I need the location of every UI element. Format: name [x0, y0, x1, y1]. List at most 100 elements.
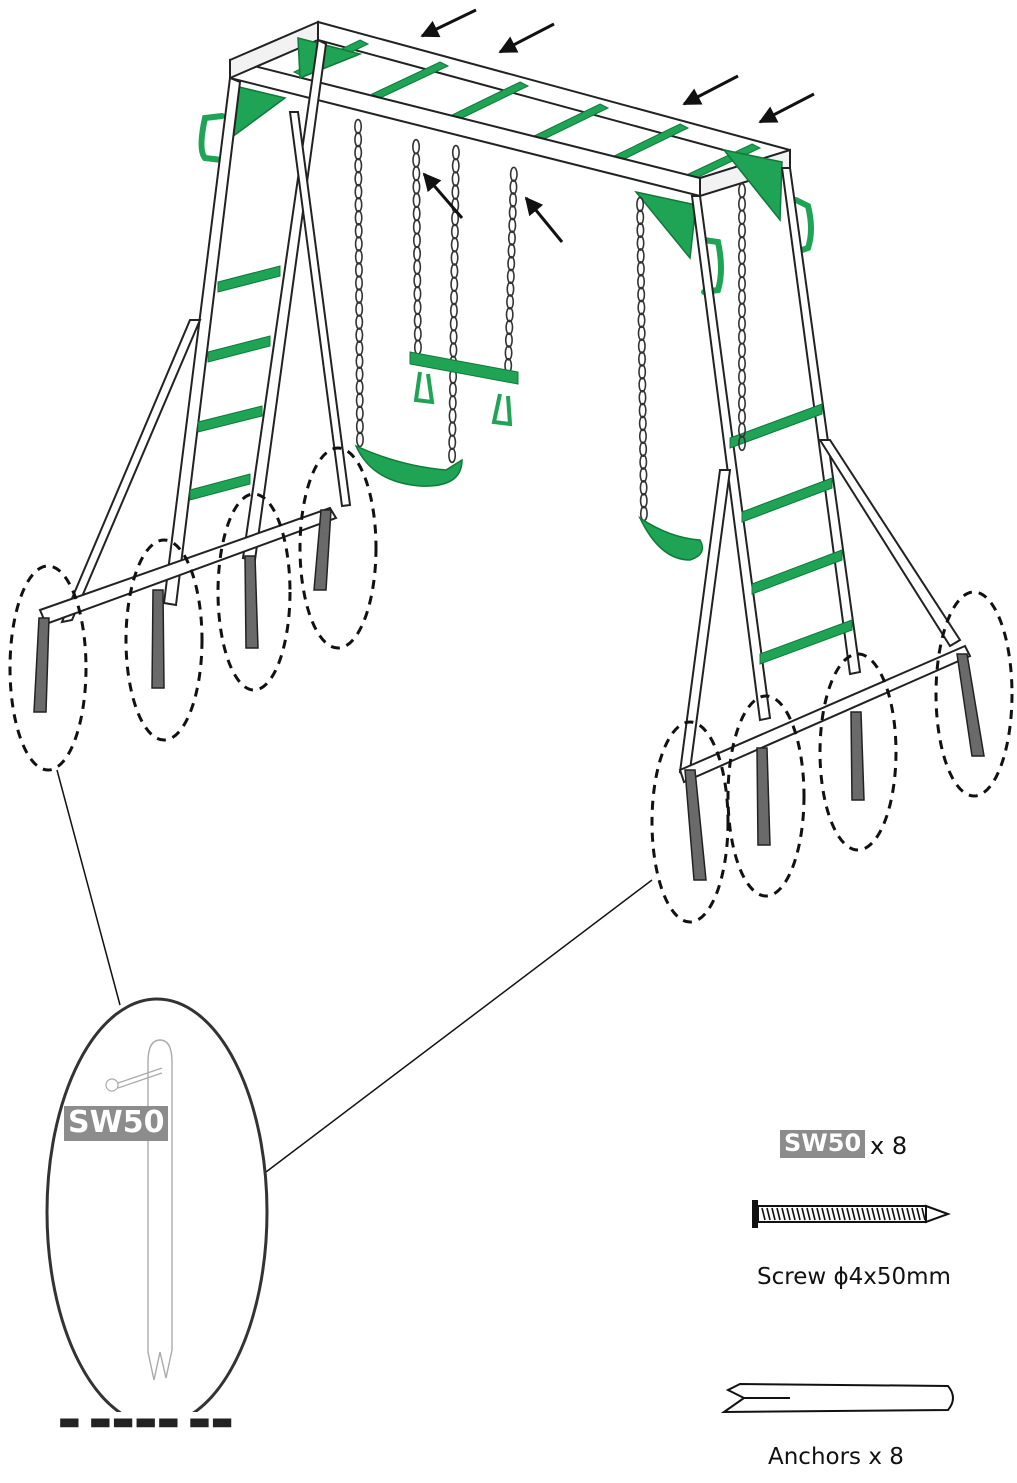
highlight-ellipse	[124, 538, 204, 742]
chain-link	[508, 217, 517, 234]
chain-link	[354, 262, 363, 278]
screw-thread	[776, 1207, 781, 1221]
chain-link	[636, 248, 645, 264]
chain-link	[355, 431, 364, 448]
screw-thread	[916, 1207, 921, 1221]
screw-icon	[752, 1200, 951, 1228]
chain-link	[737, 329, 746, 345]
chain-link	[413, 259, 422, 275]
screw-thread	[886, 1207, 891, 1221]
chain-link	[449, 329, 458, 345]
chain-link	[737, 236, 746, 252]
chain-link	[354, 170, 363, 187]
chain-link	[354, 144, 363, 161]
chain-link	[637, 325, 646, 342]
screw-caption: Screw ϕ4x50mm	[757, 1264, 951, 1290]
chain-link	[506, 294, 515, 310]
screw-thread	[766, 1207, 771, 1221]
screw-thread	[781, 1207, 786, 1221]
chain-link	[737, 249, 746, 265]
chain-link	[737, 408, 746, 425]
screw-thread	[771, 1207, 776, 1221]
chain-link	[450, 263, 459, 279]
chain-link	[637, 273, 646, 290]
chain-link	[638, 376, 647, 393]
screw-thread	[896, 1207, 901, 1221]
screw-thread	[911, 1207, 916, 1221]
chain-link	[354, 249, 363, 265]
chain-link	[450, 236, 459, 253]
ground-stake	[33, 617, 50, 713]
chain-link	[354, 236, 363, 252]
chain-link	[448, 447, 457, 464]
screw-thread	[841, 1207, 846, 1221]
ground-stake	[313, 509, 332, 591]
chain-link	[506, 268, 515, 285]
swing-chains	[354, 118, 746, 522]
chain-link	[355, 301, 364, 317]
chain-link	[450, 276, 459, 293]
chain-link	[355, 405, 364, 422]
chain-link	[450, 223, 459, 240]
ground-stake	[956, 653, 985, 757]
chain-link	[737, 196, 746, 212]
chain-link	[412, 152, 421, 168]
chain-link	[506, 281, 515, 297]
anchor-stake-icon	[720, 1382, 954, 1414]
left-a-frame	[38, 38, 352, 626]
screw-thread	[876, 1207, 881, 1221]
chain-link	[449, 342, 458, 358]
chain-link	[451, 157, 460, 174]
chain-link	[737, 435, 746, 452]
chain-link	[355, 379, 364, 396]
screw-thread	[891, 1207, 896, 1221]
chain-link	[355, 353, 364, 370]
screw-thread	[836, 1207, 841, 1221]
chain-link	[504, 332, 513, 348]
chain-link	[355, 366, 364, 383]
chain-link	[636, 235, 645, 251]
chain-link	[448, 434, 457, 451]
chain-link	[412, 219, 421, 235]
chain-link	[413, 245, 422, 262]
left-ladder-rungs	[189, 265, 281, 501]
chain-link	[737, 395, 746, 412]
chain-link	[636, 222, 645, 238]
screw-thread	[761, 1207, 766, 1221]
chain-link	[448, 381, 457, 398]
chain-link	[638, 364, 647, 380]
screw-thread	[856, 1207, 861, 1221]
chain-link	[737, 289, 746, 305]
chain-link	[355, 392, 364, 409]
screw-thread	[861, 1207, 866, 1221]
monkey-bar	[528, 103, 610, 143]
chain-link	[737, 209, 746, 226]
grab-handles	[198, 113, 814, 295]
chain-link	[507, 255, 516, 272]
chain-link	[637, 338, 646, 354]
chain-link	[637, 299, 646, 316]
chain-link	[637, 312, 646, 329]
chain-link	[413, 312, 422, 329]
detail-screw-icon	[105, 1067, 163, 1092]
chain-link	[507, 230, 516, 246]
highlight-ellipse	[934, 590, 1014, 798]
chain-link	[639, 454, 648, 470]
chain-link	[354, 118, 363, 135]
chain-link	[413, 326, 422, 342]
chain-link	[737, 302, 746, 319]
chain-link	[737, 342, 746, 359]
chain-link	[448, 408, 457, 424]
chain-link	[508, 204, 517, 221]
chain-link	[412, 192, 421, 208]
chain-link	[638, 428, 647, 445]
screw-thread	[881, 1207, 886, 1221]
screw-thread	[786, 1207, 791, 1221]
chain-link	[412, 179, 421, 195]
chain-link	[412, 138, 421, 155]
detail-leader-lines	[56, 769, 653, 1176]
screw-thread	[831, 1207, 836, 1221]
screw-thread	[846, 1207, 851, 1221]
chain-link	[737, 222, 746, 239]
chain-link	[355, 418, 364, 435]
